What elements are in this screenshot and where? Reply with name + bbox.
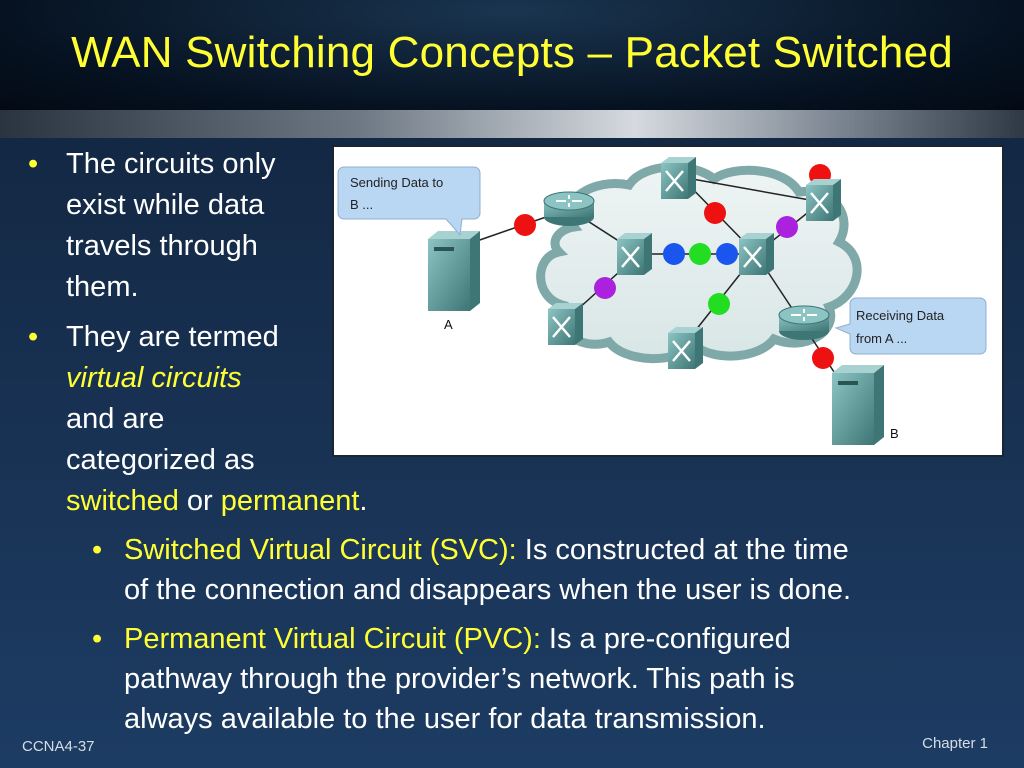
bullet-2-line-1: They are termed [66,321,279,353]
bullet-dot: • [28,148,39,180]
switch-icon [661,157,696,199]
slide-title: WAN Switching Concepts – Packet Switched [71,28,953,77]
pvc-line-1: Permanent Virtual Circuit (PVC): Is a pr… [124,619,1004,659]
switch-icon [668,327,703,369]
word-or: or [178,485,221,517]
host-b-label: B [890,426,899,441]
host-a-label: A [444,317,453,332]
callout-receiving-line-2: from A ... [856,331,907,346]
packet-purple [594,277,616,299]
switch-icon [739,233,774,275]
packet-red [812,347,834,369]
pvc-line-3: always available to the user for data tr… [124,703,766,735]
bullet-2-line-4: categorized as [66,444,255,476]
bullet-1-line-3: travels through [66,230,258,262]
title-divider [0,110,1024,138]
server-icon [832,365,884,445]
callout-sending-line-1: Sending Data to [350,175,443,190]
title-bar [0,0,1024,110]
pvc-line-2: pathway through the provider’s network. … [124,663,795,695]
bullet-2-line-2: virtual circuits [66,362,242,394]
packet-green [708,293,730,315]
router-icon [778,305,830,340]
pvc-text-1: Is a pre-configured [540,623,791,655]
switch-icon [548,303,583,345]
sub-bullet-dot: • [92,623,103,655]
bullet-1-line-4: them. [66,271,139,303]
packet-purple [776,216,798,238]
svc-term: Switched Virtual Circuit (SVC): [124,534,517,566]
switch-icon [806,179,841,221]
router-icon [543,191,595,226]
packet-red [514,214,536,236]
period: . [359,485,368,517]
term-permanent: permanent [220,485,360,517]
footer-chapter: Chapter 1 [922,735,988,752]
server-icon [428,231,480,311]
bullet-2-line-3: and are [66,403,165,435]
bullet-2-line-5: switched or permanent. [66,481,367,522]
term-switched: switched [66,485,179,517]
callout-receiving: Receiving Data from A ... [834,297,987,355]
pvc-term: Permanent Virtual Circuit (PVC): [124,623,541,655]
svc-line-1: Switched Virtual Circuit (SVC): Is const… [124,530,1004,570]
switch-icon [617,233,652,275]
packet-blue [663,243,685,265]
packet-red [704,202,726,224]
svc-line-2: of the connection and disappears when th… [124,574,852,606]
callout-sending: Sending Data to B ... [337,166,481,237]
network-diagram: A B Sending Data to B ... Receiving Data… [334,147,1002,455]
packets [514,164,834,369]
packet-green [689,243,711,265]
bullet-dot: • [28,321,39,353]
network-diagram-svg: A B Sending Data to B ... Receiving Data… [337,157,987,445]
packet-blue [716,243,738,265]
bullet-1-line-2: exist while data [66,189,265,221]
footer-course: CCNA4-37 [22,738,95,755]
callout-sending-line-2: B ... [350,197,373,212]
callout-receiving-line-1: Receiving Data [856,308,945,323]
svc-text-1: Is constructed at the time [516,534,849,566]
sub-bullet-dot: • [92,534,103,566]
bullet-1-line-1: The circuits only [66,148,276,180]
